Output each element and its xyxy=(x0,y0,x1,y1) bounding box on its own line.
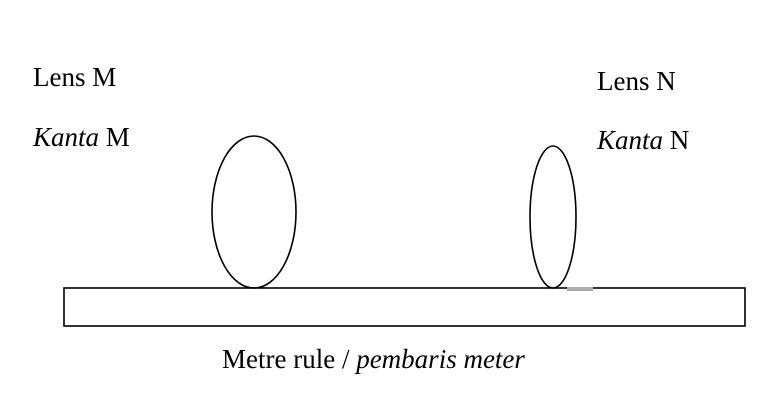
lens-m-label-text: Lens M xyxy=(33,62,117,92)
lens-n-label-text: Lens N xyxy=(597,66,676,96)
lens-m-malay-rest: M xyxy=(99,122,130,152)
lens-m-malay-italic: Kanta xyxy=(33,122,100,152)
metre-rule-label: Metre rule / pembaris meter xyxy=(222,346,525,373)
metre-rule xyxy=(63,287,746,327)
metre-rule-label-en: Metre rule / xyxy=(222,344,357,374)
lens-n-malay-label: Kanta N xyxy=(597,127,689,154)
lens-n-label: Lens N xyxy=(597,68,676,95)
lens-n-malay-rest: N xyxy=(663,125,690,155)
lens-n xyxy=(529,145,577,289)
lens-m-label: Lens M xyxy=(33,64,116,91)
lens-m xyxy=(211,135,297,289)
metre-rule-label-ms: pembaris meter xyxy=(356,344,525,374)
lens-m-malay-label: Kanta M xyxy=(33,124,130,151)
lens-n-malay-italic: Kanta xyxy=(597,125,664,155)
